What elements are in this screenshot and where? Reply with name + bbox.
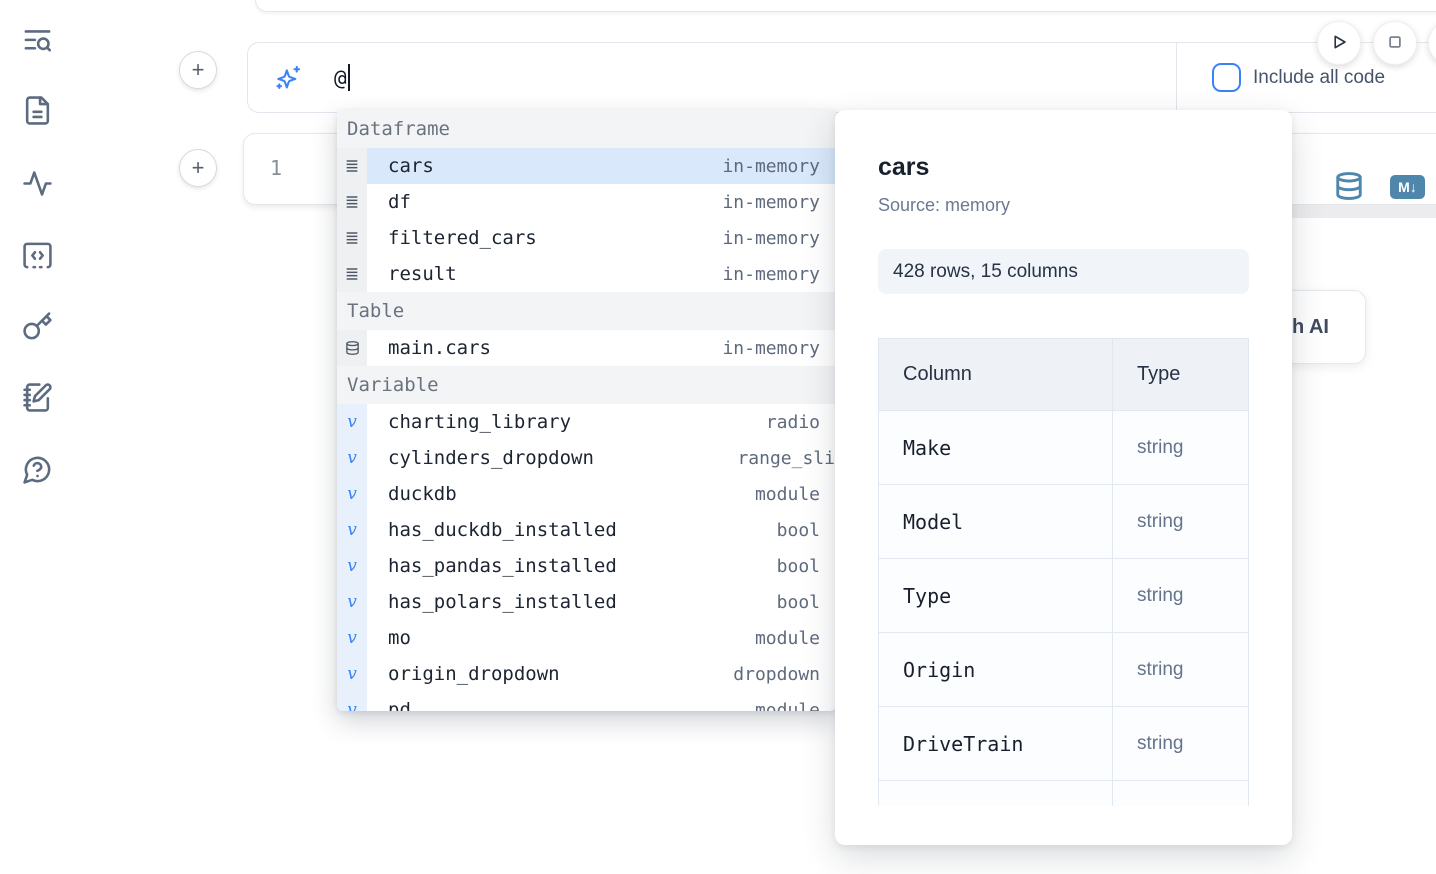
table-row: Origin string (879, 633, 1249, 707)
text-caret (348, 64, 350, 91)
variable-icon: v (337, 476, 367, 512)
play-icon (1326, 29, 1352, 58)
code-snippet-icon[interactable] (20, 238, 54, 272)
schema-table: Column Type Make string Model string Typ… (878, 338, 1249, 806)
ai-sparkles-icon (274, 64, 302, 92)
notebook-pen-icon[interactable] (20, 380, 54, 414)
variable-icon: v (337, 692, 367, 711)
help-chat-icon[interactable] (20, 452, 54, 486)
list-item-variable-has-duckdb-installed[interactable]: v has_duckdb_installed bool (337, 512, 836, 548)
list-item-variable-charting-library[interactable]: v charting_library radio (337, 404, 836, 440)
include-all-code-checkbox[interactable] (1212, 63, 1241, 92)
dataframe-preview-panel: cars Source: memory 428 rows, 15 columns… (835, 110, 1292, 845)
stop-cell-button[interactable] (1373, 21, 1417, 65)
preview-title: cars (878, 153, 1249, 182)
variable-icon: v (337, 620, 367, 656)
list-item-dataframe-cars[interactable]: cars in-memory (337, 148, 836, 184)
list-item-variable-has-polars-installed[interactable]: v has_polars_installed bool (337, 584, 836, 620)
line-number: 1 (270, 156, 282, 180)
table-row: Type string (879, 559, 1249, 633)
datasource-autocomplete-dropdown: Dataframe cars in-memory df in-memory (337, 110, 836, 711)
database-cell-icon[interactable] (1334, 171, 1364, 203)
stop-icon (1382, 29, 1408, 58)
variable-icon: v (337, 512, 367, 548)
variable-icon: v (337, 404, 367, 440)
left-sidebar (0, 0, 72, 874)
table-row-partial (879, 781, 1249, 807)
include-all-code-label: Include all code (1253, 67, 1385, 89)
preview-source: Source: memory (878, 195, 1249, 216)
list-item-table-main-cars[interactable]: main.cars in-memory (337, 330, 836, 366)
previous-cell-partial (255, 0, 1436, 12)
section-header-table: Table (337, 292, 836, 330)
dataframe-rows-icon (337, 184, 367, 220)
variable-icon: v (337, 440, 367, 476)
table-row: DriveTrain string (879, 707, 1249, 781)
list-item-variable-duckdb[interactable]: v duckdb module (337, 476, 836, 512)
type-header: Type (1113, 339, 1249, 411)
table-row: Model string (879, 485, 1249, 559)
schema-table-wrap: Column Type Make string Model string Typ… (878, 338, 1249, 806)
list-item-dataframe-filtered-cars[interactable]: filtered_cars in-memory (337, 220, 836, 256)
database-table-icon (337, 330, 367, 366)
list-item-variable-has-pandas-installed[interactable]: v has_pandas_installed bool (337, 548, 836, 584)
variable-icon: v (337, 656, 367, 692)
run-cell-button[interactable] (1317, 21, 1361, 65)
table-of-contents-search-icon[interactable] (20, 23, 54, 57)
ai-prompt-editor[interactable]: @ (248, 43, 1176, 112)
ai-prompt-input-value[interactable]: @ (334, 66, 347, 90)
dataframe-rows-icon (337, 220, 367, 256)
add-cell-button-bottom[interactable]: + (179, 149, 217, 187)
list-item-variable-pd-partial[interactable]: v pd module (337, 692, 836, 711)
activity-icon[interactable] (20, 166, 54, 200)
preview-shape-badge: 428 rows, 15 columns (878, 249, 1249, 294)
cell-toolbar: M↓ (1334, 171, 1425, 203)
add-cell-button-top[interactable]: + (179, 51, 217, 89)
ai-prompt-cell: @ Include all code (247, 42, 1436, 113)
section-header-variable: Variable (337, 366, 836, 404)
variable-icon: v (337, 584, 367, 620)
key-icon[interactable] (20, 309, 54, 343)
list-item-variable-cylinders-dropdown[interactable]: v cylinders_dropdown range_sli (337, 440, 836, 476)
variable-icon: v (337, 548, 367, 584)
dataframe-rows-icon (337, 256, 367, 292)
file-text-icon[interactable] (20, 93, 54, 127)
list-item-dataframe-df[interactable]: df in-memory (337, 184, 836, 220)
list-item-dataframe-result[interactable]: result in-memory (337, 256, 836, 292)
section-header-dataframe: Dataframe (337, 110, 836, 148)
list-item-variable-origin-dropdown[interactable]: v origin_dropdown dropdown (337, 656, 836, 692)
table-row: Make string (879, 411, 1249, 485)
schema-header-row: Column Type (879, 339, 1249, 411)
column-header: Column (879, 339, 1113, 411)
list-item-variable-mo[interactable]: v mo module (337, 620, 836, 656)
dataframe-rows-icon (337, 148, 367, 184)
markdown-toggle-icon[interactable]: M↓ (1390, 175, 1425, 199)
